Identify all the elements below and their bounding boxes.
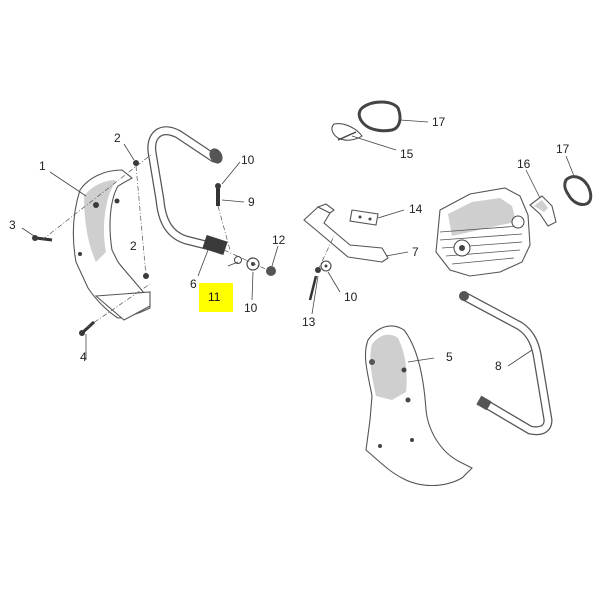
label-13: 13 [302, 315, 316, 329]
label-17-right: 17 [556, 142, 570, 156]
pad-17-top [357, 100, 402, 133]
right-crash-bar [459, 291, 553, 436]
callout-labels: 1 2 3 4 2 5 6 7 8 9 10 10 10 11 12 13 14… [9, 115, 570, 373]
bracket-7 [303, 203, 389, 263]
bolt-9 [215, 183, 221, 206]
label-7: 7 [412, 245, 419, 259]
label-16: 16 [517, 157, 531, 171]
washer-10 [246, 257, 260, 271]
label-1: 1 [39, 159, 46, 173]
label-8: 8 [495, 359, 502, 373]
label-9: 9 [248, 195, 255, 209]
nut-12 [266, 266, 276, 276]
bracket-14 [349, 209, 379, 226]
label-6: 6 [190, 277, 197, 291]
label-11: 11 [208, 290, 221, 304]
sticker-15 [331, 123, 363, 141]
screw-4 [79, 320, 96, 336]
right-guard-cover [364, 325, 473, 486]
label-5: 5 [446, 350, 453, 364]
screw-13 [308, 267, 321, 301]
leader-lines [21, 119, 575, 367]
pad-17-right [563, 175, 593, 206]
reflector-16 [529, 195, 557, 227]
label-17-top: 17 [432, 115, 446, 129]
engine-head [435, 187, 531, 277]
left-crash-bar [147, 126, 228, 256]
label-12: 12 [272, 233, 286, 247]
screw-3 [32, 235, 53, 242]
label-10-mid: 10 [244, 301, 258, 315]
label-2b: 2 [130, 239, 137, 253]
spacer-11 [234, 256, 242, 264]
label-15: 15 [400, 147, 414, 161]
screw-2 [133, 160, 139, 166]
label-10-right: 10 [344, 290, 358, 304]
label-10-top: 10 [241, 153, 255, 167]
label-3: 3 [9, 218, 16, 232]
washer-10c [320, 260, 332, 272]
left-guard-cover [72, 169, 151, 321]
label-2: 2 [114, 131, 121, 145]
label-4: 4 [80, 350, 87, 364]
highlight-box [199, 283, 233, 312]
label-14: 14 [409, 202, 423, 216]
